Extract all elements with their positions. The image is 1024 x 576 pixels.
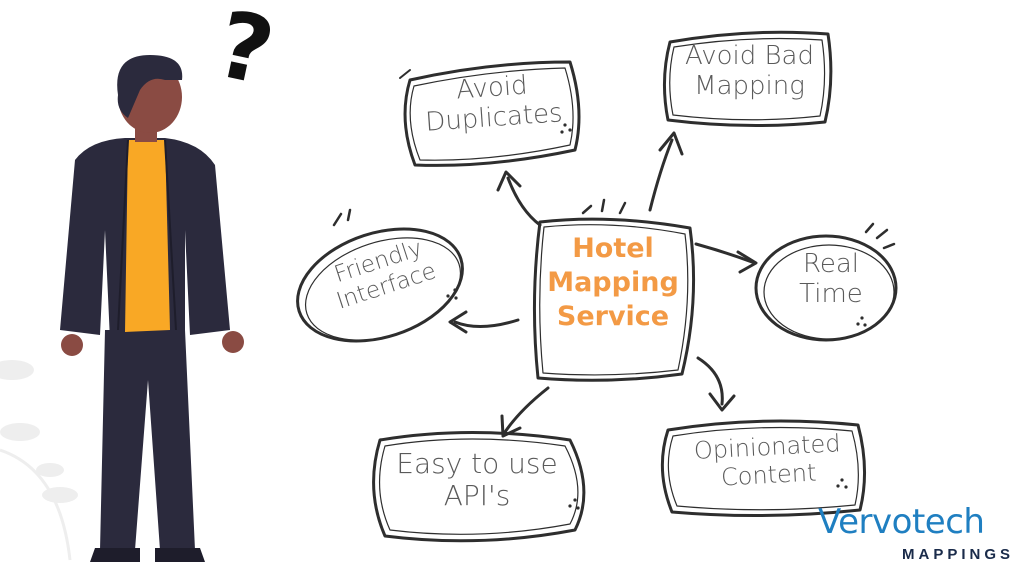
node-avoid-duplicates-bubble (399, 60, 581, 167)
node-avoid-bad-mapping-bubble (662, 30, 833, 128)
node-opinionated-content: Opinionated Content (677, 429, 860, 494)
question-mark: ? (208, 0, 282, 106)
arrow-to-easy-api (500, 386, 550, 438)
node-opinionated-content-bubble (660, 419, 866, 518)
decorative-dots (446, 123, 867, 510)
arrow-to-real-time (694, 242, 758, 274)
node-avoid-bad-mapping-line2: Mapping (694, 70, 805, 101)
node-real-time-line1: Real (802, 249, 860, 279)
brand-name: Vervotech (818, 502, 985, 542)
node-avoid-duplicates: Avoid Duplicates (416, 69, 570, 139)
center-label-line1: Hotel (572, 233, 654, 264)
arrow-to-avoid-bad-mapping (648, 131, 684, 212)
node-easy-api: Easy to use API's (382, 447, 572, 513)
center-label-line2: Mapping (547, 266, 679, 298)
brand-tagline: MAPPINGS (902, 546, 1015, 563)
node-real-time-line2: Time (799, 278, 863, 309)
arrow-to-avoid-duplicates (496, 170, 542, 227)
node-avoid-bad-mapping: Avoid Bad Mapping (672, 41, 827, 102)
center-label-line3: Service (556, 300, 670, 332)
node-easy-api-line2: API's (443, 479, 511, 513)
node-avoid-bad-mapping-line1: Avoid Bad (684, 41, 814, 71)
arrow-to-friendly-interface (448, 310, 520, 334)
center-box (532, 198, 696, 382)
confused-person-illustration (60, 55, 244, 562)
node-friendly-interface-bubble (296, 208, 464, 343)
vervotech-logo: Vervotech MAPPINGS (818, 502, 1018, 572)
arrow-to-opinionated-content (696, 356, 736, 412)
node-easy-api-bubble (372, 431, 586, 543)
center-label: Hotel Mapping Service (538, 232, 688, 333)
node-real-time-bubble (754, 222, 898, 342)
node-easy-api-line1: Easy to use (396, 447, 558, 480)
node-real-time: Real Time (776, 249, 886, 310)
background-leaves (0, 360, 78, 561)
